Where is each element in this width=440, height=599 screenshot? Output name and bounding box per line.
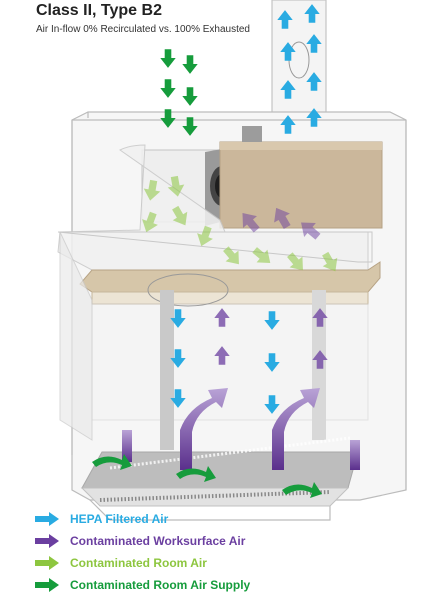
exhaust-arrow-icon (306, 72, 322, 91)
room-air-arrow-icon (322, 251, 338, 272)
light-green-arrow-icon (35, 556, 59, 570)
worksurface-arrow-icon (242, 213, 260, 233)
exhaust-arrow-icon (280, 42, 296, 61)
hepa-arrow-icon (170, 309, 186, 328)
worksurface-arrow-icon (214, 346, 230, 365)
purple-arrow-icon (35, 534, 59, 548)
exhaust-arrow-icon (280, 115, 296, 134)
worksurface-arrow-icon (312, 350, 328, 369)
hepa-arrow-icon (264, 311, 280, 330)
room-air-arrow-icon (167, 175, 185, 197)
exhaust-arrow-icon (306, 34, 322, 53)
legend-label: Contaminated Worksurface Air (70, 534, 246, 548)
hepa-arrow-icon (170, 389, 186, 408)
exhaust-arrow-icon (280, 80, 296, 99)
blue-arrow-icon (35, 512, 59, 526)
front-intake-arrow-icon (282, 482, 322, 498)
legend-label: HEPA Filtered Air (70, 512, 169, 526)
worksurface-arrow-icon (301, 222, 321, 240)
legend-label: Contaminated Room Air (70, 556, 207, 570)
hepa-arrow-icon (264, 395, 280, 414)
legend-item-room: Contaminated Room Air (34, 552, 414, 574)
room-air-arrow-icon (143, 179, 161, 201)
front-intake-arrow-icon (176, 466, 216, 482)
room-supply-arrow-icon (160, 49, 176, 68)
hepa-arrow-icon (264, 353, 280, 372)
work-surface (80, 436, 359, 507)
room-air-arrow-icon (287, 252, 303, 271)
room-supply-arrow-icon (182, 87, 198, 106)
room-supply-arrow-icon (182, 117, 198, 136)
exhaust-arrow-icon (306, 108, 322, 127)
room-air-arrow-icon (142, 211, 158, 233)
legend-item-room-supply: Contaminated Room Air Supply (34, 574, 414, 596)
diagram-subtitle: Air In-flow 0% Recirculated vs. 100% Exh… (36, 24, 250, 35)
hepa-arrow-icon (170, 349, 186, 368)
room-air-arrow-icon (223, 246, 239, 265)
worksurface-arrow-icon (312, 308, 328, 327)
legend-item-hepa: HEPA Filtered Air (34, 508, 414, 530)
diagram-title: Class II, Type B2 (36, 2, 162, 19)
worksurface-arrow-icon (274, 207, 291, 229)
room-supply-arrow-icon (182, 55, 198, 74)
worksurface-arrow-icon (214, 308, 230, 327)
dark-green-arrow-icon (35, 578, 59, 592)
room-supply-arrow-icon (160, 79, 176, 98)
room-air-arrow-icon (252, 247, 271, 263)
front-intake-arrow-icon (92, 454, 132, 470)
worksurface-riser-icon (350, 440, 360, 470)
room-air-arrow-icon (197, 225, 213, 247)
worksurface-curve-arrow-icon (272, 388, 320, 470)
worksurface-curve-arrow-icon (180, 388, 228, 470)
legend-label: Contaminated Room Air Supply (70, 578, 251, 592)
room-air-arrow-icon (172, 205, 188, 226)
worksurface-riser-icon (122, 430, 132, 462)
room-supply-arrow-icon (160, 109, 176, 128)
exhaust-arrow-icon (304, 4, 320, 23)
airflow-arrows (92, 4, 360, 498)
legend: HEPA Filtered Air Contaminated Worksurfa… (34, 508, 414, 596)
exhaust-arrow-icon (277, 10, 293, 29)
legend-item-worksurface: Contaminated Worksurface Air (34, 530, 414, 552)
